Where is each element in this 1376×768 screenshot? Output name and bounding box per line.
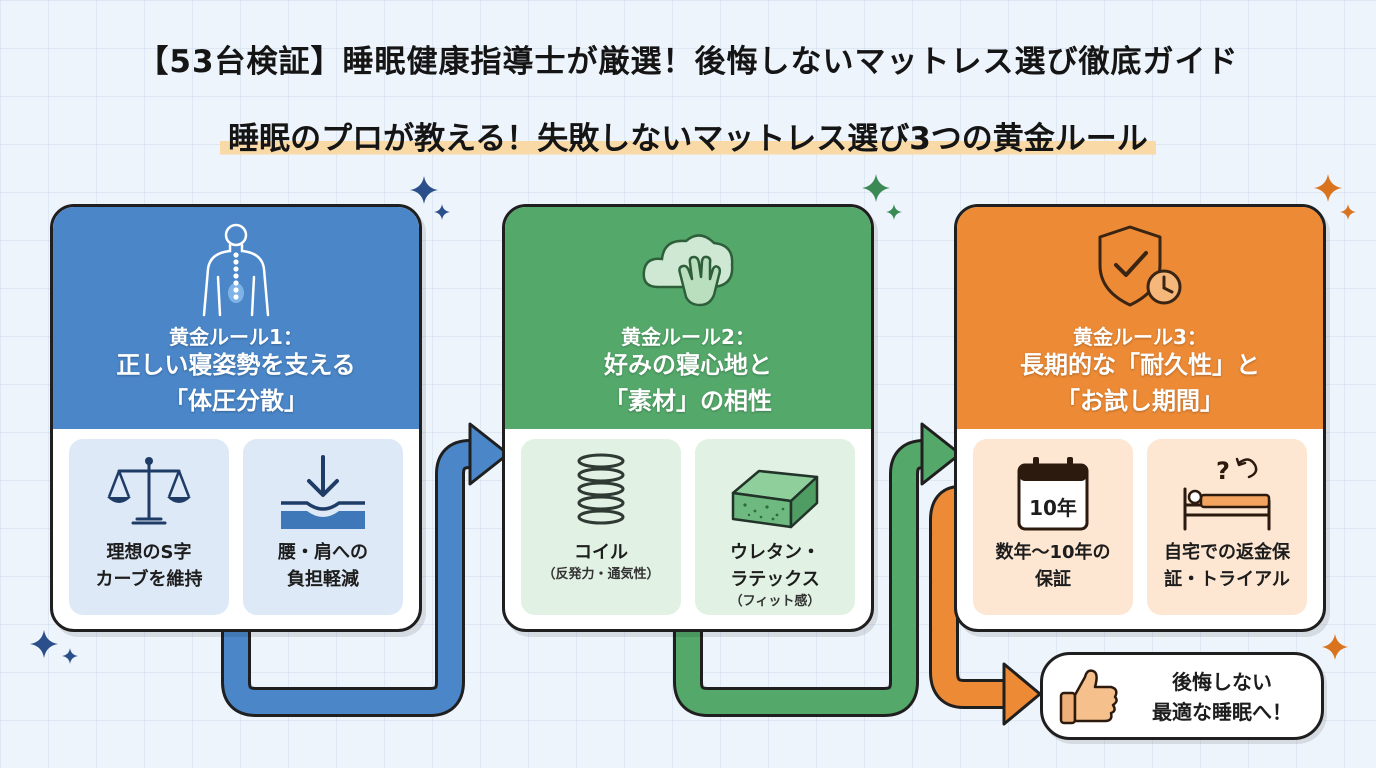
rule2-tile-foam: ウレタン・ ラテックス （フィット感） [695,439,855,615]
flow-arrow-blue [221,422,510,717]
tile-subtext: （反発力・通気性） [542,567,660,582]
tile-line: コイル [574,542,628,563]
page-title: 【53台検証】睡眠健康指導士が厳選！後悔しないマットレス選び徹底ガイド [137,44,1239,80]
balance-scale-icon [107,457,191,525]
rule1-tile-burden: 腰・肩への 負担軽減 [243,439,403,615]
tile-subtext: （フィット感） [729,594,821,609]
final-result-box: 後悔しない 最適な睡眠へ！ [1040,652,1324,740]
tile-line: 証・トライアル [1164,569,1290,590]
rule3-tile-trial: ? 自宅での返金保 証・トライアル [1147,439,1307,615]
tile-line: 自宅での返金保 [1164,542,1290,563]
tile-line: ウレタン・ [730,542,820,563]
rule-card-header: 黄金ルール3： 長期的な「耐久性」と 「お試し期間」 [957,207,1323,429]
rule-label: 黄金ルール1： [169,325,303,349]
tile-line: 負担軽減 [287,569,359,590]
rule2-tile-coil: コイル （反発力・通気性） [521,439,681,615]
sparkle-icon [30,630,78,664]
thumbs-up-icon [1059,669,1118,725]
tile-text: 理想のS字 カーブを維持 [69,539,229,593]
rule-title: 長期的な「耐久性」と 「お試し期間」 [957,347,1323,419]
cloud-hand-icon [642,234,734,307]
rule-title-line: 長期的な「耐久性」と [1020,351,1260,379]
rule-card-3: 黄金ルール3： 長期的な「耐久性」と 「お試し期間」 10年 数年〜10年の 保… [954,204,1326,632]
rule-label: 黄金ルール3： [1073,325,1207,349]
tile-line: カーブを維持 [95,569,203,590]
final-result-text: 後悔しない 最適な睡眠へ！ [1129,667,1315,727]
sparkle-icon [862,174,902,220]
coil-spring-icon [577,453,625,525]
sparkle-icon [1322,634,1348,660]
tile-line: 数年〜10年の [995,542,1111,563]
final-line: 最適な睡眠へ！ [1152,700,1292,724]
tile-text: コイル （反発力・通気性） [521,539,681,584]
rule-title-line: 「お試し期間」 [1056,387,1224,415]
tile-line: ラテックス [730,569,820,590]
rule-title-line: 「体圧分散」 [164,387,308,415]
sparkle-icon [410,176,450,220]
foam-block-icon [731,469,819,529]
rule-title: 正しい寝姿勢を支える 「体圧分散」 [53,347,419,419]
rule-card-2: 黄金ルール2： 好みの寝心地と 「素材」の相性 コイル （反発力・通気性） [502,204,874,632]
rule-title-line: 好みの寝心地と [604,351,772,379]
calendar-icon: 10年 [1017,457,1089,531]
final-line: 後悔しない [1172,670,1272,694]
rule-title: 好みの寝心地と 「素材」の相性 [505,347,871,419]
sparkle-icon [1314,174,1356,220]
pressure-arrow-icon [281,455,365,529]
tile-text: 自宅での返金保 証・トライアル [1147,539,1307,593]
shield-clock-icon [1098,225,1182,307]
rule-card-1: 黄金ルール1： 正しい寝姿勢を支える 「体圧分散」 理想のS字 カーブを維持 腰… [50,204,422,632]
subtitle-wrap: 睡眠のプロが教える！失敗しないマットレス選び3つの黄金ルール [0,113,1376,158]
svg-text:?: ? [1216,457,1230,485]
rule-card-header: 黄金ルール2： 好みの寝心地と 「素材」の相性 [505,207,871,429]
flow-arrow-orange [929,485,1042,726]
tile-line: 保証 [1035,569,1071,590]
rule3-tile-warranty: 10年 数年〜10年の 保証 [973,439,1133,615]
tile-text: ウレタン・ ラテックス （フィット感） [695,539,855,611]
tile-text: 数年〜10年の 保証 [973,539,1133,593]
human-spine-icon [202,223,270,317]
bed-question-icon: ? [1183,457,1271,531]
flow-arrow-green [673,422,962,717]
rule-title-line: 正しい寝姿勢を支える [116,351,356,379]
calendar-label: 10年 [1029,496,1077,520]
tile-line: 理想のS字 [106,542,192,563]
page-subtitle: 睡眠のプロが教える！失敗しないマットレス選び3つの黄金ルール [220,113,1156,158]
rule1-tile-scurve: 理想のS字 カーブを維持 [69,439,229,615]
rule-card-header: 黄金ルール1： 正しい寝姿勢を支える 「体圧分散」 [53,207,419,429]
tile-line: 腰・肩への [278,542,368,563]
rule-label: 黄金ルール2： [621,325,755,349]
rule-title-line: 「素材」の相性 [604,387,772,415]
tile-text: 腰・肩への 負担軽減 [243,539,403,593]
